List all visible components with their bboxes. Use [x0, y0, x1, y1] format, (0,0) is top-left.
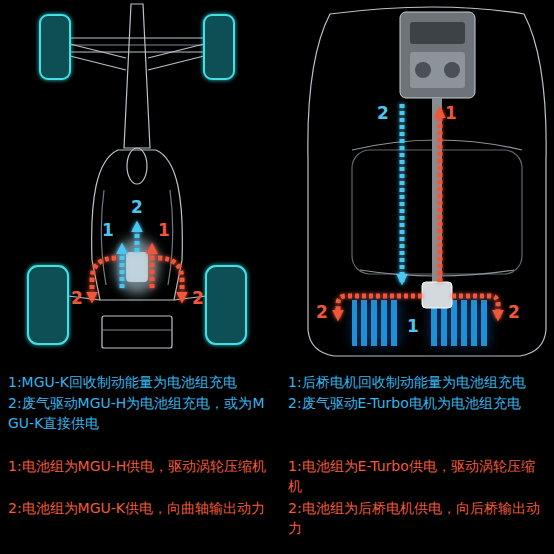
explanation-line: 1:MGU-K回收制动能量为电池组充电	[8, 372, 274, 392]
energy-flow-arrows	[338, 104, 498, 318]
drive-shaft	[432, 98, 442, 286]
explanation-line: 2:废气驱动E-Turbo电机为电池组充电	[288, 393, 548, 413]
callout-number: 2	[131, 198, 143, 216]
explanation-line: 1:电池组为E-Turbo供电，驱动涡轮压缩机	[288, 456, 548, 496]
f1-car	[28, 4, 246, 348]
engine	[400, 12, 475, 98]
power-unit-glow	[115, 238, 159, 294]
callout-number: 2	[316, 303, 328, 321]
callout-number: 2	[508, 303, 520, 321]
power-unit	[126, 252, 148, 282]
explanation-line: 2:电池组为后桥电机供电，向后桥输出动力	[288, 498, 548, 538]
road-car	[308, 7, 546, 356]
callout-number: 1	[407, 317, 419, 335]
callout-number: 2	[71, 289, 83, 307]
rear-motor	[422, 282, 452, 308]
explanation-line: 2:废气驱动MGU-H为电池组充电，或为MGU-K直接供电	[8, 393, 274, 433]
explanation-line: 1:后桥电机回收制动能量为电池组充电	[288, 372, 548, 392]
explanation-line: 2:电池组为MGU-K供电，向曲轴输出动力	[8, 498, 274, 518]
explanation-line: 1:电池组为MGU-H供电，驱动涡轮压缩机	[8, 456, 274, 476]
battery-pack	[352, 300, 490, 346]
callout-number: 1	[158, 221, 170, 239]
callout-number: 2	[377, 104, 389, 122]
callout-number: 2	[192, 289, 204, 307]
callout-number: 1	[445, 104, 457, 122]
callout-number: 1	[102, 221, 114, 239]
